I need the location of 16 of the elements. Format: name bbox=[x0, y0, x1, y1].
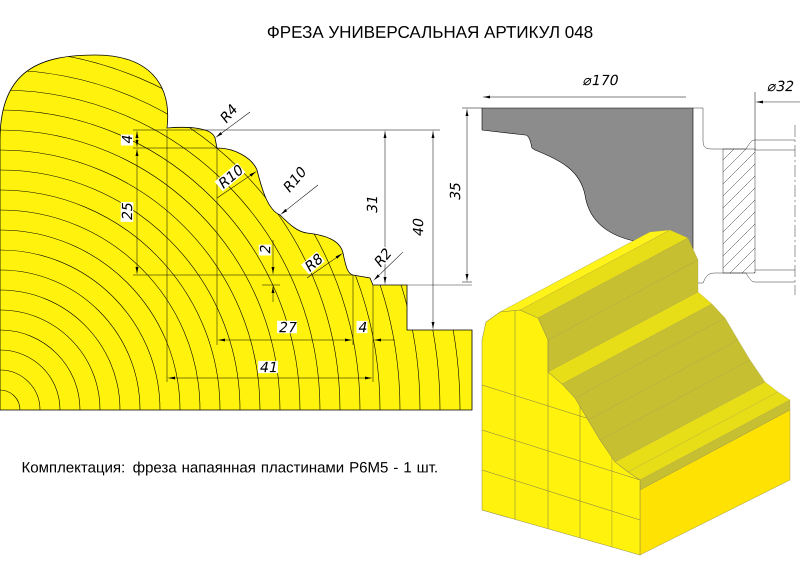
dimension-label: 35 bbox=[448, 182, 462, 202]
dimension-label: 4 bbox=[120, 134, 134, 146]
dimension-label: 2 bbox=[258, 244, 272, 256]
dimension-label: ⌀170 bbox=[581, 74, 619, 86]
title: ФРЕЗА УНИВЕРСАЛЬНАЯ АРТИКУЛ 048 bbox=[268, 26, 592, 38]
note: Комплектация: фреза напаянная пластинами Р6М5 - 1 шт. bbox=[22, 462, 437, 476]
dimension-label: 27 bbox=[277, 320, 297, 334]
dimension-label: 40 bbox=[412, 218, 424, 238]
dimension-label: R2 bbox=[370, 246, 394, 270]
dimension-label: 41 bbox=[258, 360, 278, 374]
dimension-label: 4 bbox=[356, 320, 368, 334]
dimension-label: R4 bbox=[216, 102, 240, 126]
dimension-label: 31 bbox=[366, 195, 378, 215]
dimension-label: ⌀32 bbox=[766, 80, 794, 92]
dimension-label: R8 bbox=[301, 252, 325, 274]
dimension-label: 25 bbox=[120, 202, 134, 222]
